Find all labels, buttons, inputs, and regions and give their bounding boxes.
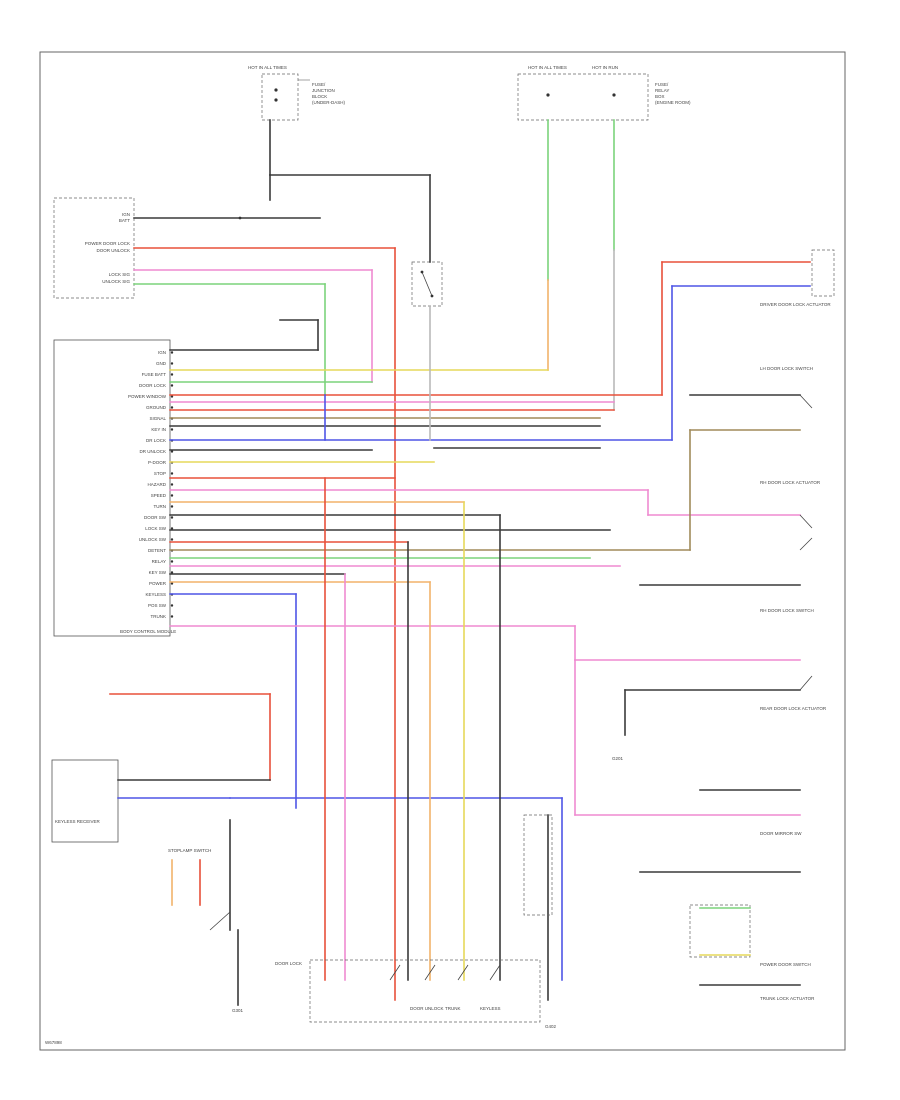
fuse-right-line-4: (ENGINE ROOM) bbox=[655, 100, 691, 105]
bcm-pin-marker bbox=[170, 494, 174, 497]
left-connector: IGN BATT POWER DOOR LOCK DOOR UNLOCK LOC… bbox=[53, 197, 135, 299]
bcm-pin-marker bbox=[170, 560, 174, 563]
bcm-pin-label: KEY IN bbox=[151, 427, 166, 432]
bcm-pin-label: HAZARD bbox=[147, 482, 166, 487]
bcm-pin-label: GROUND bbox=[146, 405, 167, 410]
bcm-pin-marker bbox=[170, 384, 174, 387]
vertical-harness bbox=[324, 305, 801, 1001]
bcm-pin-marker bbox=[170, 527, 174, 530]
lower-left-components: KEYLESS RECEIVER STOPLAMP SWITCH G301 bbox=[51, 693, 563, 1013]
right-component-7: POWER DOOR SWITCH bbox=[760, 962, 811, 967]
bcm-pin-label: LOCK SW bbox=[145, 526, 167, 531]
bcm-pin-label: SIGNAL bbox=[149, 416, 166, 421]
bcm-pin-label: POS SW bbox=[148, 603, 167, 608]
bcm-pin-label: DR LOCK bbox=[146, 438, 166, 443]
top-feeds bbox=[269, 119, 615, 411]
bcm-pin-marker bbox=[170, 538, 174, 541]
stoplamp-switch-label: STOPLAMP SWITCH bbox=[168, 848, 211, 853]
bcm-pin-marker bbox=[170, 428, 174, 431]
right-component-4: RH DOOR LOCK SWITCH bbox=[760, 608, 814, 613]
bcm-pin-marker bbox=[170, 351, 174, 354]
bcm-pin-label: STOP bbox=[154, 471, 166, 476]
ground-label-2: G301 bbox=[232, 1008, 244, 1013]
bcm-pin-label: KEYLESS bbox=[145, 592, 166, 597]
supply-heading-left: HOT IN ALL TIMES bbox=[248, 65, 287, 70]
fuse-right-line-1: FUSE/ bbox=[655, 82, 669, 87]
connector-label-6: UNLOCK SIG bbox=[102, 279, 130, 284]
bcm-pin-label: TURN bbox=[154, 504, 167, 509]
bcm-pin-marker bbox=[170, 505, 174, 508]
bcm-name: BODY CONTROL MODULE bbox=[120, 629, 176, 634]
bcm-pin-label: POWER bbox=[149, 581, 167, 586]
fuse-label-line-4: (UNDER-DASH) bbox=[312, 100, 346, 105]
bottom-switches: DOOR LOCK DOOR UNLOCK TRUNK KEYLESS G402 bbox=[275, 814, 557, 1029]
bcm-pin-marker bbox=[170, 450, 174, 453]
bcm-pin-label: IGN bbox=[158, 350, 166, 355]
bcm-pin-label: DOOR SW bbox=[144, 515, 167, 520]
right-component-2: LH DOOR LOCK SWITCH bbox=[760, 366, 813, 371]
bcm-pin-label: KEY SW bbox=[149, 570, 167, 575]
connector-label-1: IGN bbox=[122, 212, 130, 217]
connector-label-2: BATT bbox=[119, 218, 130, 223]
fuse-label-line-1: FUSE/ bbox=[312, 82, 326, 87]
connector-label-5: LOCK SIG bbox=[109, 272, 131, 277]
bcm-pin-label: RELAY bbox=[152, 559, 166, 564]
right-component-3: RH DOOR LOCK ACTUATOR bbox=[760, 480, 821, 485]
bcm-pin-marker bbox=[170, 362, 174, 365]
right-component-5: REAR DOOR LOCK ACTUATOR bbox=[760, 706, 827, 711]
fuse-right-line-3: BOX bbox=[655, 94, 665, 99]
bcm-pin-marker bbox=[170, 483, 174, 486]
bcm-pin-label: DETENT bbox=[148, 548, 166, 553]
bcm-pin-label: POWER WINDOW bbox=[128, 394, 167, 399]
bcm-pin-marker bbox=[170, 604, 174, 607]
bcm-pin-marker bbox=[170, 582, 174, 585]
fuse-block-top-left: HOT IN ALL TIMES FUSE/ JUNCTION BLOCK (U… bbox=[248, 65, 346, 121]
keyless-receiver-label: KEYLESS RECEIVER bbox=[55, 819, 101, 824]
bcm-pin-list: IGN GND FUSE BATT DOOR LOCK POWER WINDOW GROU… bbox=[128, 350, 174, 619]
bottom-module-label: DOOR LOCK bbox=[275, 961, 302, 966]
bcm-pin-marker bbox=[170, 615, 174, 618]
connector-label-3: POWER DOOR LOCK bbox=[85, 241, 130, 246]
fuse-block-top-right: HOT IN ALL TIMES HOT IN RUN FUSE/ RELAY … bbox=[517, 65, 691, 121]
bottom-switch-label-1: DOOR UNLOCK bbox=[410, 1006, 444, 1011]
bcm-pin-label: UNLOCK SW bbox=[139, 537, 167, 542]
bottom-switch-label-2: TRUNK bbox=[445, 1006, 461, 1011]
bcm-bus bbox=[169, 261, 811, 809]
fuse-label-line-3: BLOCK bbox=[312, 94, 327, 99]
right-component-8: TRUNK LOCK ACTUATOR bbox=[760, 996, 815, 1001]
bottom-switch-label-3: KEYLESS bbox=[480, 1006, 501, 1011]
right-component-6: DOOR MIRROR SW bbox=[760, 831, 802, 836]
bcm-pin-label: DR UNLOCK bbox=[139, 449, 166, 454]
left-connector-wires bbox=[133, 216, 396, 1001]
body-control-module: BODY CONTROL MODULE IGN GND FUSE BATT DOOR … bbox=[53, 339, 176, 637]
bcm-pin-marker bbox=[170, 395, 174, 398]
supply-heading-right-a: HOT IN ALL TIMES bbox=[528, 65, 567, 70]
fuse-right-line-2: RELAY bbox=[655, 88, 669, 93]
bcm-pin-marker bbox=[170, 571, 174, 574]
diagram-frame bbox=[39, 51, 846, 1051]
bcm-pin-label: TRUNK bbox=[151, 614, 167, 619]
bcm-pin-marker bbox=[170, 516, 174, 519]
ground-label-3: G402 bbox=[545, 1024, 557, 1029]
right-component-1: DRIVER DOOR LOCK ACTUATOR bbox=[760, 302, 831, 307]
bcm-pin-label: DOOR LOCK bbox=[139, 383, 166, 388]
ground-label-1: G201 bbox=[612, 756, 624, 761]
bcm-pin-label: P-DOOR bbox=[148, 460, 167, 465]
bcm-pin-label: GND bbox=[156, 361, 167, 366]
bcm-pin-label: FUSE BATT bbox=[142, 372, 167, 377]
fuse-label-line-2: JUNCTION bbox=[312, 88, 335, 93]
relay-top-middle bbox=[411, 261, 443, 307]
bcm-pin-label: SPEED bbox=[151, 493, 167, 498]
bcm-pin-marker bbox=[170, 406, 174, 409]
supply-heading-right-b: HOT IN RUN bbox=[592, 65, 618, 70]
bcm-pin-marker bbox=[170, 373, 174, 376]
connector-label-4: DOOR UNLOCK bbox=[96, 248, 130, 253]
footer-code: W67898 bbox=[45, 1040, 62, 1045]
bcm-pin-marker bbox=[170, 472, 174, 475]
right-components: DRIVER DOOR LOCK ACTUATOR LH DOOR LOCK S… bbox=[612, 249, 835, 1001]
